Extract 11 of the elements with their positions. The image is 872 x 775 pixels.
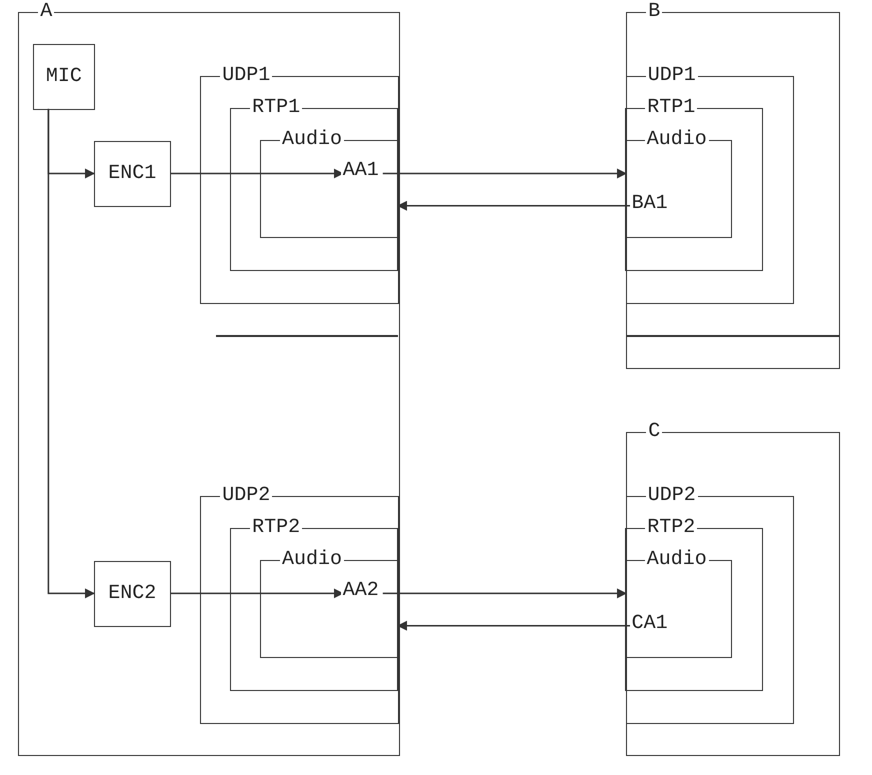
box-label: MIC xyxy=(46,66,82,88)
arrow xyxy=(397,200,632,211)
block-box xyxy=(32,44,95,110)
box-label: ENC2 xyxy=(108,582,156,605)
block-box xyxy=(94,140,171,207)
box-label: ENC1 xyxy=(108,162,156,185)
block-box xyxy=(94,560,171,627)
arrow xyxy=(48,108,95,598)
arrow xyxy=(397,620,632,631)
arrow xyxy=(382,588,627,598)
arrow xyxy=(382,168,627,178)
